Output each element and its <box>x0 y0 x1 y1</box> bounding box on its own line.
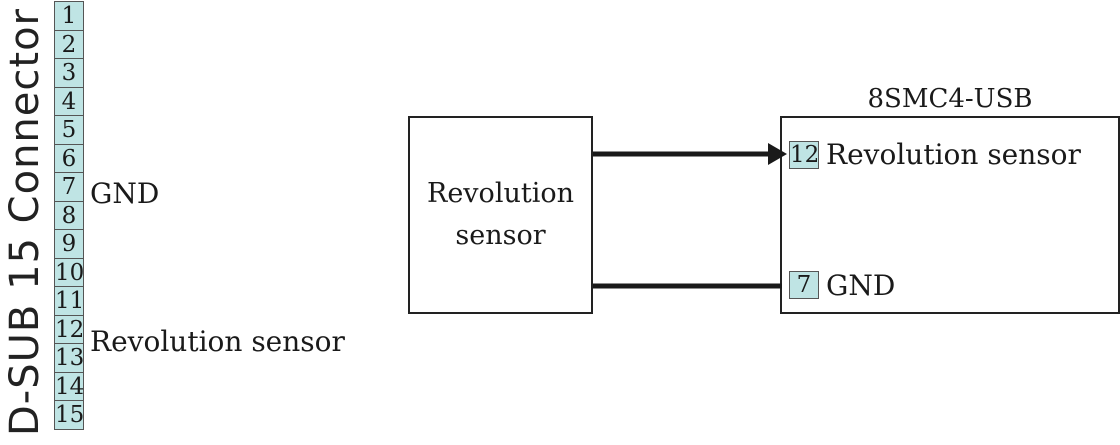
signal-wire-arrowhead <box>768 143 787 165</box>
revolution-sensor-block: Revolution sensor <box>408 116 593 314</box>
connector-pin-11: 11 <box>54 286 85 316</box>
pin-7-label: GND <box>90 177 160 210</box>
controller-block <box>780 116 1120 314</box>
sensor-label-line1: Revolution <box>427 178 574 209</box>
connector-pin-13: 13 <box>54 343 85 373</box>
connector-pin-1: 1 <box>54 1 84 31</box>
controller-title: 8SMC4-USB <box>867 84 1033 114</box>
controller-pin-7-label: GND <box>826 269 896 302</box>
connector-pin-7: 7 <box>54 172 84 202</box>
connector-pin-14: 14 <box>54 371 85 401</box>
controller-pin-12: 12 <box>789 141 820 169</box>
pin-12-label: Revolution sensor <box>90 325 345 358</box>
connector-pin-6: 6 <box>54 143 84 173</box>
connector-pin-5: 5 <box>54 115 84 145</box>
connector-pin-10: 10 <box>54 257 85 287</box>
connector-pin-15: 15 <box>54 400 85 430</box>
controller-pin-7: 7 <box>789 271 819 299</box>
sensor-label-line2: sensor <box>455 220 546 251</box>
connector-pin-9: 9 <box>54 229 84 259</box>
connector-pin-3: 3 <box>54 58 84 88</box>
controller-pin-12-label: Revolution sensor <box>826 138 1081 171</box>
